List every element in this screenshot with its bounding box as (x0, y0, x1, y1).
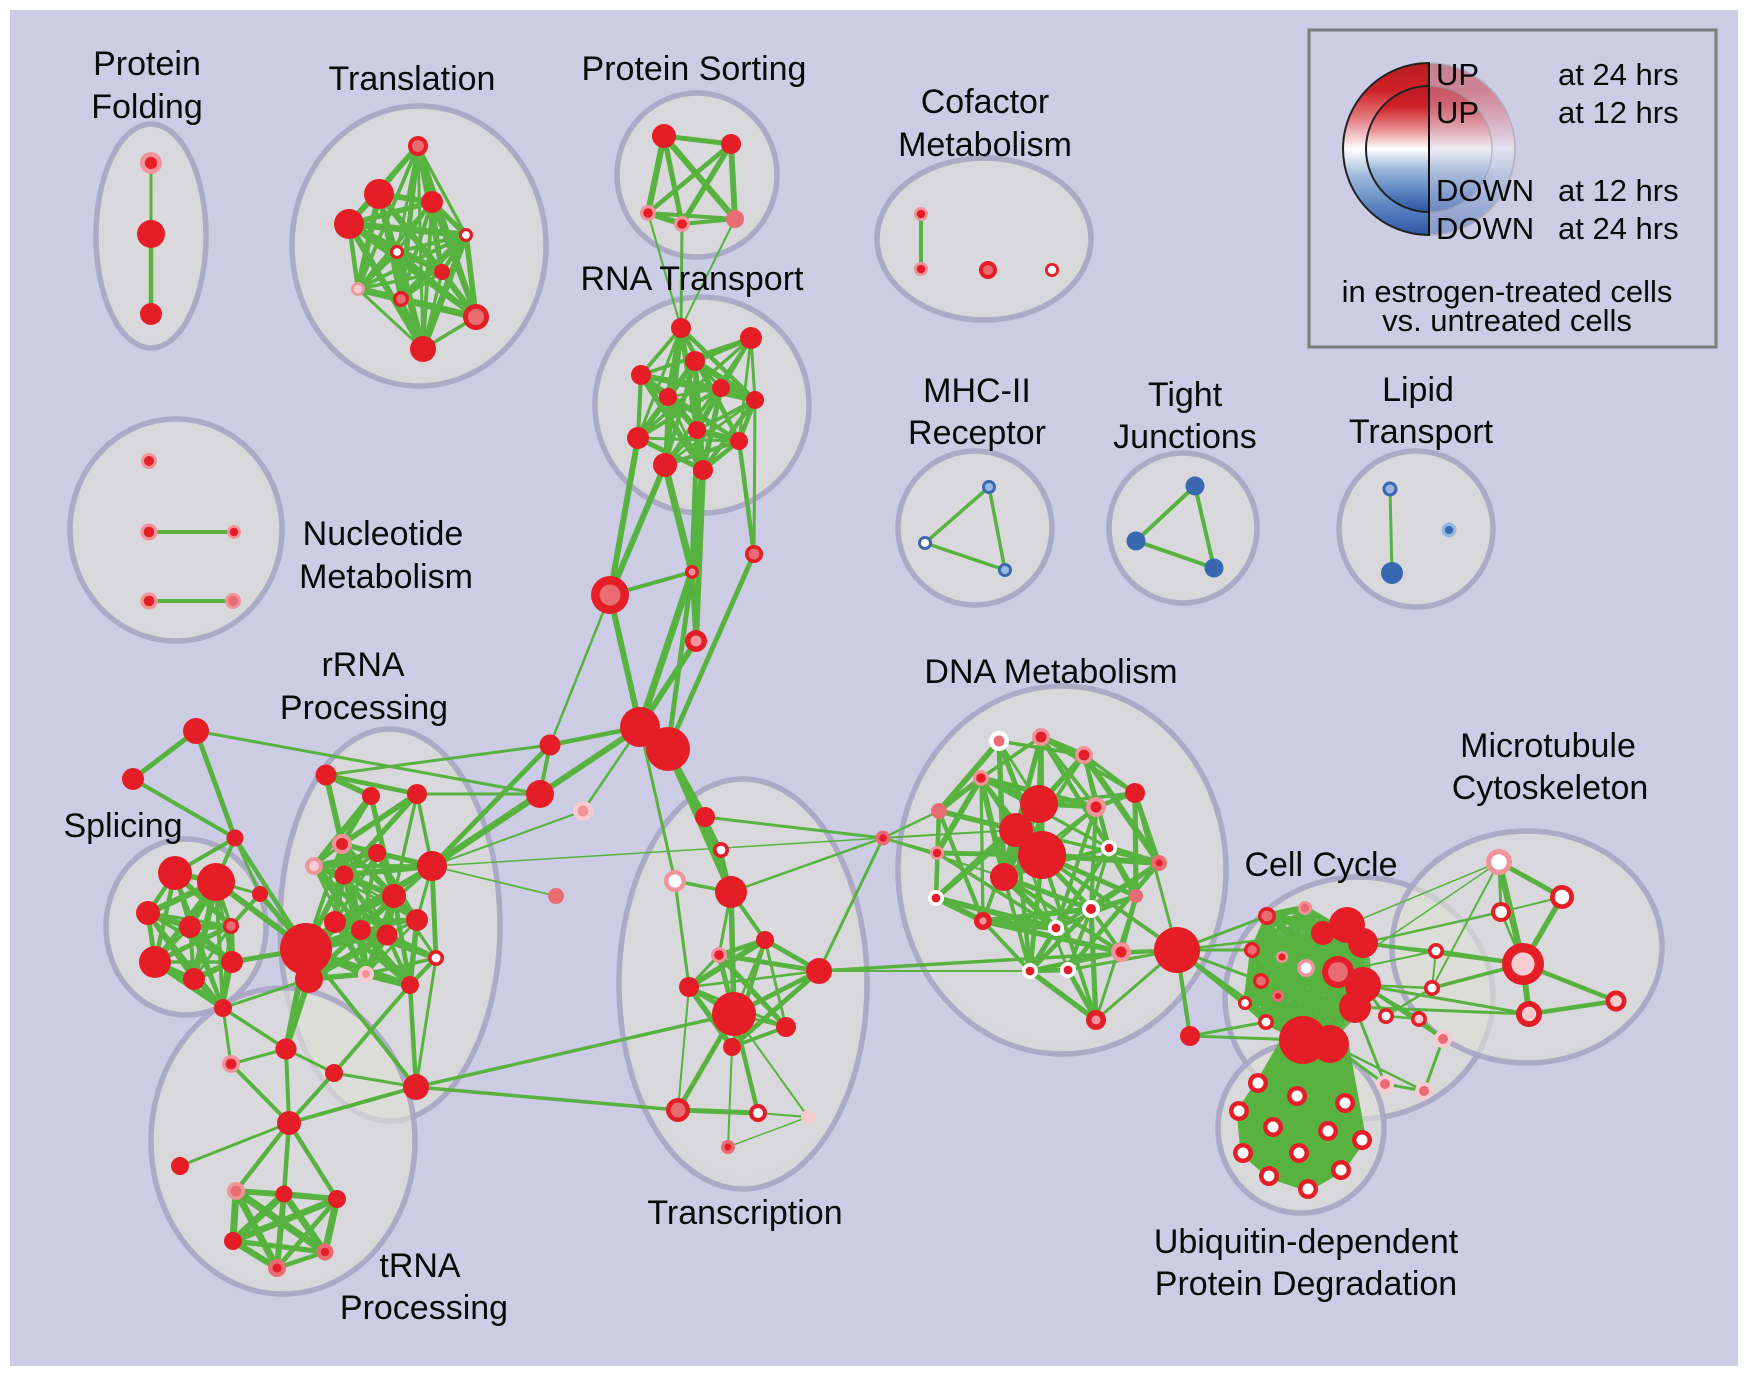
svg-text:Splicing: Splicing (63, 807, 182, 845)
svg-text:Tight: Tight (1148, 376, 1223, 414)
svg-text:Metabolism: Metabolism (299, 558, 473, 596)
svg-text:MHC-II: MHC-II (923, 372, 1031, 410)
svg-text:Cofactor: Cofactor (921, 83, 1050, 121)
svg-text:Protein Sorting: Protein Sorting (582, 50, 807, 88)
svg-text:Protein Degradation: Protein Degradation (1155, 1265, 1457, 1303)
svg-text:Processing: Processing (280, 689, 448, 727)
svg-text:Lipid: Lipid (1382, 371, 1454, 409)
svg-text:vs. untreated cells: vs. untreated cells (1382, 303, 1632, 338)
svg-text:Protein: Protein (93, 45, 201, 83)
svg-text:Cell Cycle: Cell Cycle (1244, 846, 1397, 884)
svg-text:at 12 hrs: at 12 hrs (1558, 173, 1679, 208)
svg-text:tRNA: tRNA (379, 1247, 461, 1285)
svg-text:Microtubule: Microtubule (1460, 727, 1636, 765)
svg-text:Ubiquitin-dependent: Ubiquitin-dependent (1154, 1223, 1459, 1261)
svg-text:at 24 hrs: at 24 hrs (1558, 211, 1679, 246)
svg-text:Transport: Transport (1349, 413, 1494, 451)
svg-text:UP: UP (1436, 95, 1479, 130)
svg-text:DOWN: DOWN (1436, 173, 1534, 208)
svg-text:Junctions: Junctions (1113, 418, 1257, 456)
svg-text:DOWN: DOWN (1436, 211, 1534, 246)
svg-text:Receptor: Receptor (908, 414, 1046, 452)
svg-text:Nucleotide: Nucleotide (303, 515, 464, 553)
svg-text:DNA Metabolism: DNA Metabolism (924, 653, 1177, 691)
svg-text:Cytoskeleton: Cytoskeleton (1452, 769, 1649, 807)
svg-text:Transcription: Transcription (647, 1194, 842, 1232)
svg-text:rRNA: rRNA (321, 646, 404, 684)
svg-text:Translation: Translation (329, 60, 496, 98)
svg-text:Processing: Processing (340, 1289, 508, 1327)
svg-text:at 24 hrs: at 24 hrs (1558, 57, 1679, 92)
svg-text:RNA Transport: RNA Transport (581, 260, 805, 298)
svg-text:in estrogen-treated cells: in estrogen-treated cells (1342, 274, 1673, 309)
svg-text:UP: UP (1436, 57, 1479, 92)
svg-text:Folding: Folding (91, 88, 203, 126)
svg-text:at 12 hrs: at 12 hrs (1558, 95, 1679, 130)
svg-text:Metabolism: Metabolism (898, 126, 1072, 164)
